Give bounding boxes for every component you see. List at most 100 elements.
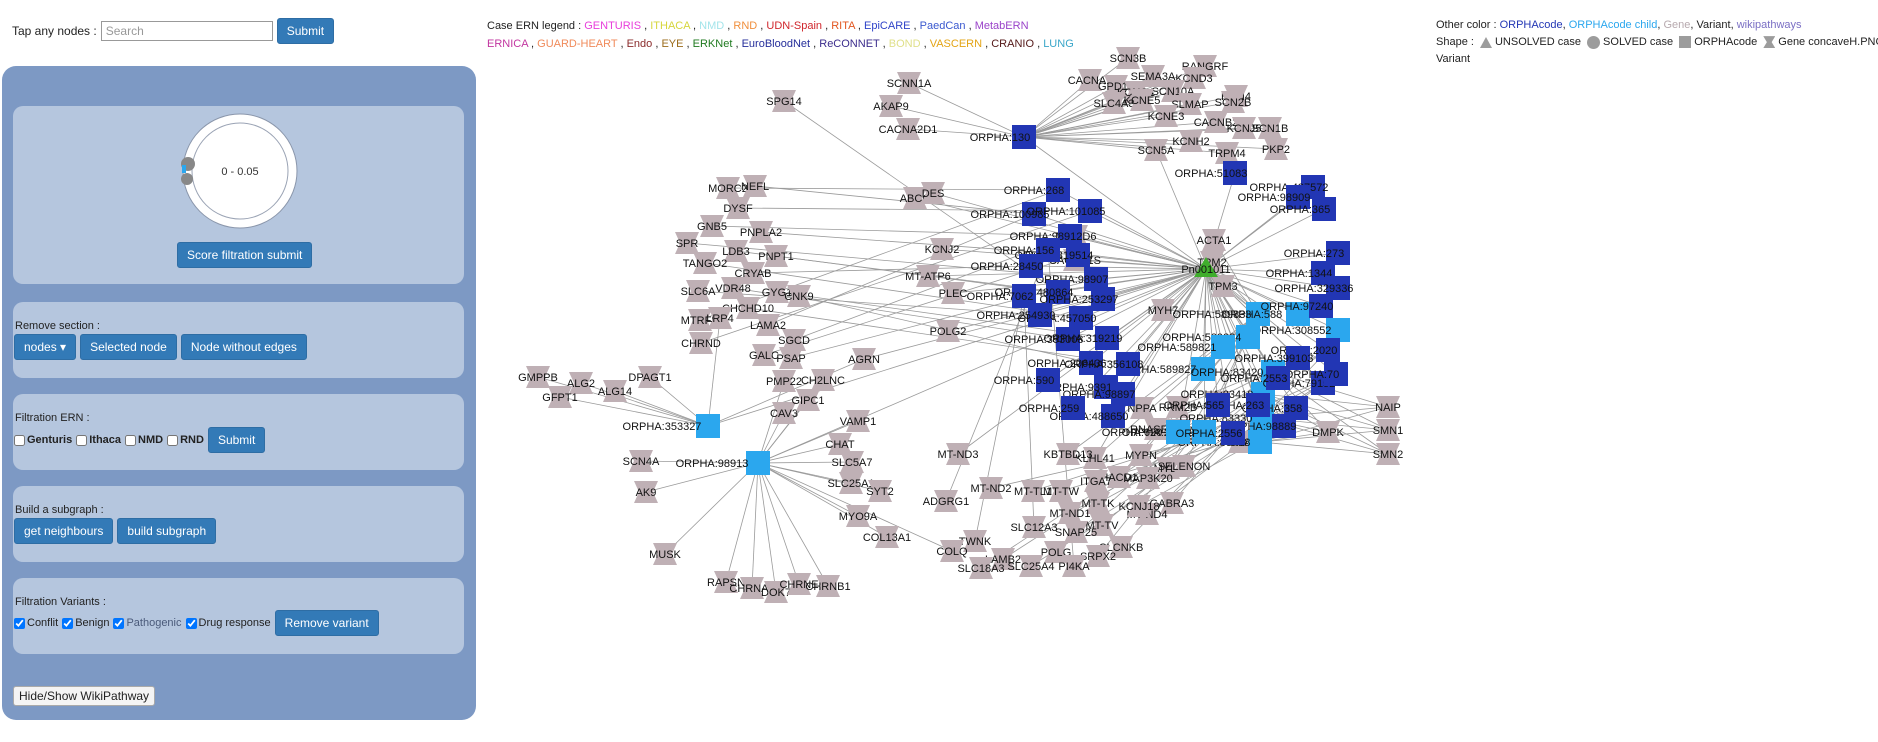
gene-node[interactable] xyxy=(736,297,760,319)
gene-node[interactable] xyxy=(1127,495,1151,517)
gene-node[interactable] xyxy=(796,389,820,411)
gene-node[interactable] xyxy=(548,386,572,408)
gene-node[interactable] xyxy=(875,526,899,548)
gene-node[interactable] xyxy=(782,329,806,351)
orpha-node[interactable] xyxy=(1324,362,1348,386)
gene-node[interactable] xyxy=(1376,443,1400,465)
gene-node[interactable] xyxy=(603,380,627,402)
orpha-node[interactable] xyxy=(1111,382,1135,406)
orpha-node[interactable] xyxy=(1066,243,1090,267)
gene-node[interactable] xyxy=(916,265,940,287)
orpha-node[interactable] xyxy=(1078,199,1102,223)
gene-node[interactable] xyxy=(1116,47,1140,69)
orpha-node[interactable] xyxy=(1246,393,1270,417)
gene-node[interactable] xyxy=(1078,69,1102,91)
selected-node-button[interactable]: Selected node xyxy=(80,334,177,360)
gene-node[interactable] xyxy=(1130,397,1154,419)
gene-node[interactable] xyxy=(653,543,677,565)
ern-checkbox[interactable] xyxy=(14,434,25,446)
variant-checkbox[interactable] xyxy=(14,617,25,629)
node-without-edges-button[interactable]: Node without edges xyxy=(180,334,307,360)
orpha-child-node[interactable] xyxy=(1211,335,1235,359)
orpha-node[interactable] xyxy=(1091,287,1115,311)
gene-node[interactable] xyxy=(1049,480,1073,502)
gene-node[interactable] xyxy=(1107,466,1131,488)
gene-node[interactable] xyxy=(740,577,764,599)
gene-node[interactable] xyxy=(811,369,835,391)
ern-checkbox[interactable] xyxy=(125,434,137,446)
orpha-node[interactable] xyxy=(1046,280,1070,304)
gene-node[interactable] xyxy=(1136,467,1160,489)
gene-node[interactable] xyxy=(879,95,903,117)
gene-node[interactable] xyxy=(700,215,724,237)
gene-node[interactable] xyxy=(1316,421,1340,443)
gene-node[interactable] xyxy=(1151,299,1175,321)
gene-node[interactable] xyxy=(1144,139,1168,161)
variant-option-drug-response[interactable]: Drug response xyxy=(185,617,271,629)
variant-checkbox[interactable] xyxy=(62,617,74,629)
orpha-node[interactable] xyxy=(1101,404,1125,428)
gene-node[interactable] xyxy=(963,530,987,552)
orpha-node[interactable] xyxy=(1046,178,1070,202)
gene-node[interactable] xyxy=(969,557,993,579)
gene-node[interactable] xyxy=(772,402,796,424)
gene-node[interactable] xyxy=(1178,93,1202,115)
gene-node[interactable] xyxy=(1264,138,1288,160)
gene-node[interactable] xyxy=(1154,105,1178,127)
gene-node[interactable] xyxy=(1232,117,1256,139)
tap-submit-button[interactable]: Submit xyxy=(276,18,335,44)
gene-node[interactable] xyxy=(1172,455,1196,477)
gene-node[interactable] xyxy=(1166,396,1190,418)
orpha-node[interactable] xyxy=(1312,197,1336,221)
gene-node[interactable] xyxy=(1086,492,1110,514)
gene-node[interactable] xyxy=(1109,536,1133,558)
gene-node[interactable] xyxy=(693,252,717,274)
orpha-node[interactable] xyxy=(1286,185,1310,209)
gene-node[interactable] xyxy=(1215,142,1239,164)
gene-node[interactable] xyxy=(1062,555,1086,577)
nodes-dropdown-button[interactable]: nodes ▾ xyxy=(14,334,77,360)
search-input[interactable] xyxy=(100,21,273,41)
orpha-child-node[interactable] xyxy=(1236,325,1260,349)
variant-option-benign[interactable]: Benign xyxy=(62,617,109,629)
orpha-node[interactable] xyxy=(1012,125,1036,149)
network-graph[interactable]: SCN3BRANGRFCACNA1GPD1LSEMA3AKCND3KCNQ1SC… xyxy=(478,36,1878,742)
gene-node[interactable] xyxy=(991,548,1015,570)
orpha-node[interactable] xyxy=(1056,327,1080,351)
gene-node[interactable] xyxy=(726,197,750,219)
gene-node[interactable] xyxy=(903,187,927,209)
gene-node[interactable] xyxy=(686,280,710,302)
gene-node[interactable] xyxy=(1019,555,1043,577)
gene-node[interactable] xyxy=(764,581,788,603)
gene-node[interactable] xyxy=(1376,396,1400,418)
gene-node[interactable] xyxy=(828,433,852,455)
gene-node[interactable] xyxy=(839,472,863,494)
orpha-node[interactable] xyxy=(1309,294,1333,318)
orpha-child-node[interactable] xyxy=(1286,302,1310,326)
gene-node[interactable] xyxy=(714,571,738,593)
gene-node[interactable] xyxy=(1182,67,1206,89)
gene-node[interactable] xyxy=(743,175,767,197)
gene-node[interactable] xyxy=(1202,229,1226,251)
orpha-node[interactable] xyxy=(1221,421,1245,445)
gene-node[interactable] xyxy=(868,480,892,502)
gene-node[interactable] xyxy=(846,505,870,527)
gene-node[interactable] xyxy=(1086,545,1110,567)
gene-node[interactable] xyxy=(1090,514,1114,536)
orpha-node[interactable] xyxy=(1079,351,1103,375)
remove-variant-button[interactable]: Remove variant xyxy=(274,610,379,636)
gene-node[interactable] xyxy=(1144,418,1168,440)
gene-node[interactable] xyxy=(930,238,954,260)
orpha-node[interactable] xyxy=(1266,366,1290,390)
gene-node[interactable] xyxy=(1376,419,1400,441)
gene-node[interactable] xyxy=(946,443,970,465)
gene-node[interactable] xyxy=(852,348,876,370)
gene-node[interactable] xyxy=(724,240,748,262)
gene-node[interactable] xyxy=(749,221,773,243)
gene-node[interactable] xyxy=(1130,89,1154,111)
orpha-child-node[interactable] xyxy=(1246,302,1270,326)
gene-node[interactable] xyxy=(1021,480,1045,502)
wikipathway-toggle-button[interactable]: Hide/Show WikiPathway xyxy=(13,686,156,706)
gene-node[interactable] xyxy=(1211,275,1235,297)
score-filtration-submit-button[interactable]: Score filtration submit xyxy=(177,242,313,268)
